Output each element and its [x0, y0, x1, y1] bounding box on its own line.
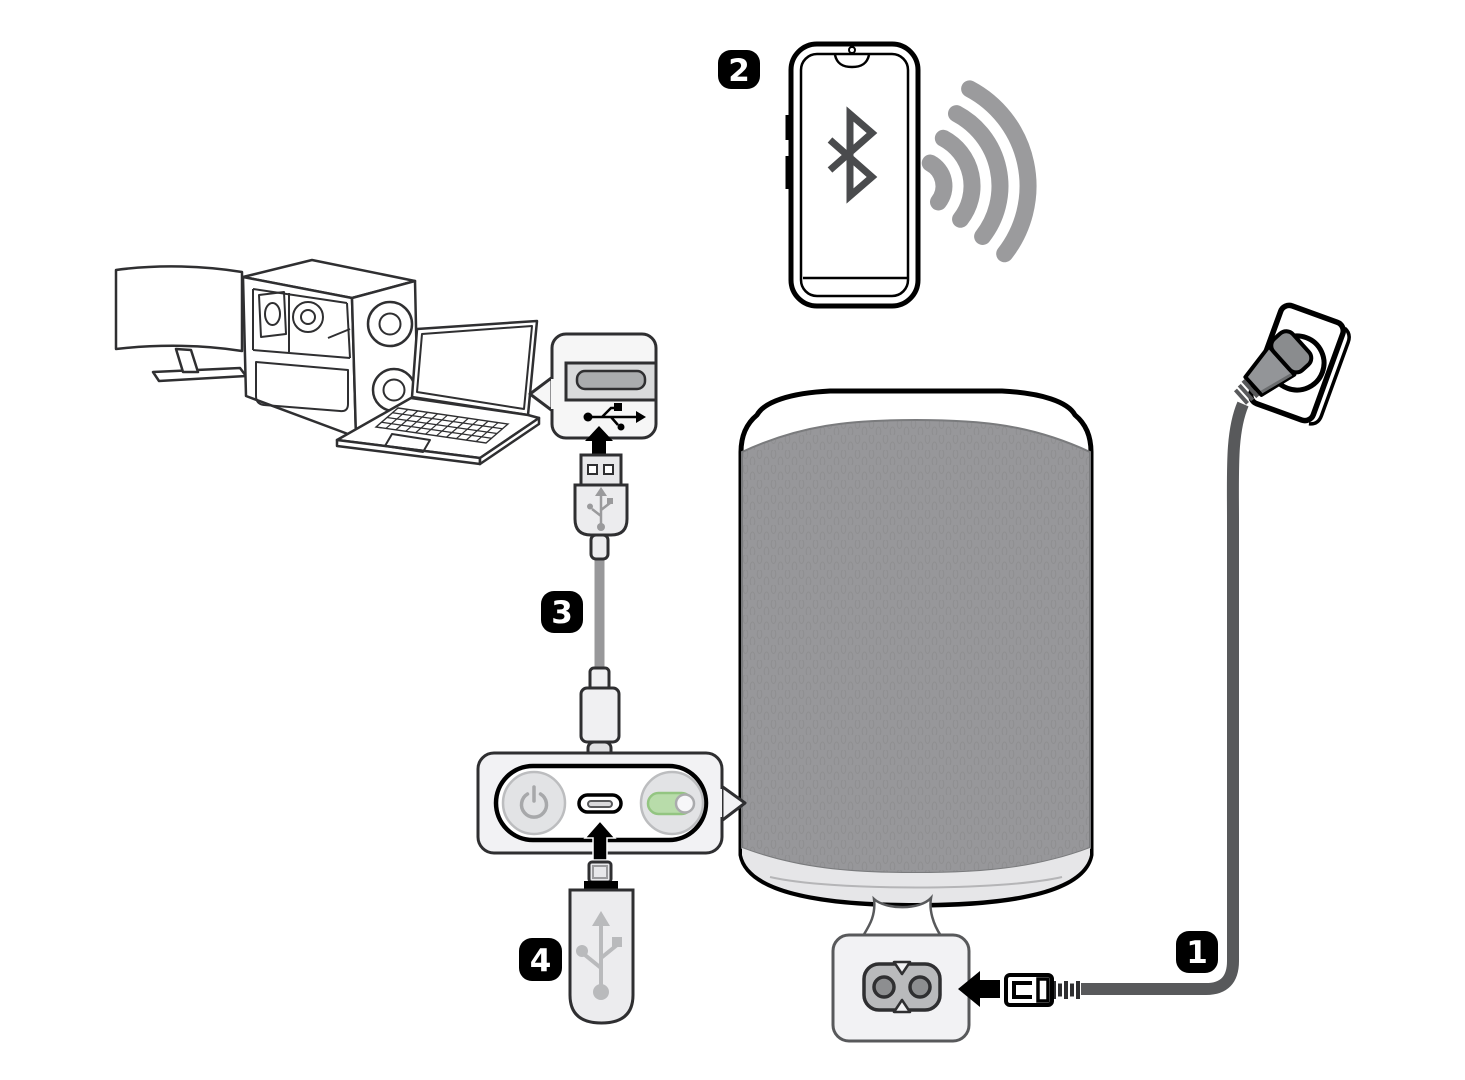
c7-connector	[1004, 973, 1080, 1007]
step-2-label: 2	[728, 53, 750, 89]
callout-stem	[860, 894, 944, 938]
wireless-waves-icon	[921, 80, 1037, 263]
callout-pointer-left	[528, 374, 556, 414]
step-2-badge: 2	[718, 50, 760, 89]
ac-inlet-callout	[831, 894, 971, 1043]
step-3-badge: 3	[541, 591, 583, 633]
laptop	[337, 319, 539, 464]
step-1-label: 1	[1186, 935, 1208, 971]
usb-host-callout	[528, 332, 658, 456]
bluetooth-icon	[827, 106, 878, 204]
power-cord	[958, 329, 1314, 1007]
arrow-up-icon	[585, 426, 613, 456]
power-cable	[1081, 401, 1249, 995]
tower-psu	[258, 291, 287, 338]
usb-icon	[576, 911, 622, 1000]
desktop-tower	[241, 258, 420, 439]
speaker-base	[742, 848, 1090, 903]
speaker	[738, 388, 1094, 908]
monitor-stand-foot	[151, 366, 248, 383]
power-button	[501, 770, 567, 836]
arrow-left-icon	[958, 971, 1000, 1007]
power-plug	[1233, 329, 1314, 405]
laptop-touchpad	[384, 433, 431, 453]
usb-a-port-slot	[575, 369, 647, 391]
usb-a-plug	[573, 453, 629, 561]
step-1-badge: 1	[1176, 931, 1218, 973]
drive-collar	[584, 881, 618, 890]
usb-icon	[587, 487, 613, 531]
usb-flash-drive	[568, 860, 635, 1025]
phone-notch	[833, 54, 871, 69]
phone-camera	[848, 46, 856, 54]
tower-internal-fan	[292, 301, 324, 333]
step-4-label: 4	[530, 943, 552, 979]
smartphone	[785, 41, 921, 309]
battery-indicator	[639, 770, 705, 836]
step-4-badge: 4	[519, 938, 562, 981]
monitor-screen	[114, 265, 244, 353]
speaker-fabric	[741, 418, 1091, 875]
laptop-keyboard	[376, 408, 508, 443]
desktop-monitor	[114, 265, 248, 383]
step-3-label: 3	[551, 595, 573, 631]
usb-cable-assembly	[573, 453, 629, 795]
phone-screen	[799, 52, 910, 298]
monitor-stand-pole	[174, 347, 200, 374]
speaker-control-panel-callout	[476, 751, 747, 861]
usb-c-plug	[579, 666, 621, 760]
arrow-up-icon	[583, 819, 617, 861]
pc-setup	[114, 258, 539, 464]
tower-front-fan-top	[366, 300, 414, 348]
usb-c-port	[577, 793, 623, 814]
tower-drive-bay	[255, 361, 349, 413]
usb-icon	[583, 403, 646, 431]
power-icon	[519, 785, 549, 819]
figure8-ac-inlet	[862, 960, 942, 1014]
